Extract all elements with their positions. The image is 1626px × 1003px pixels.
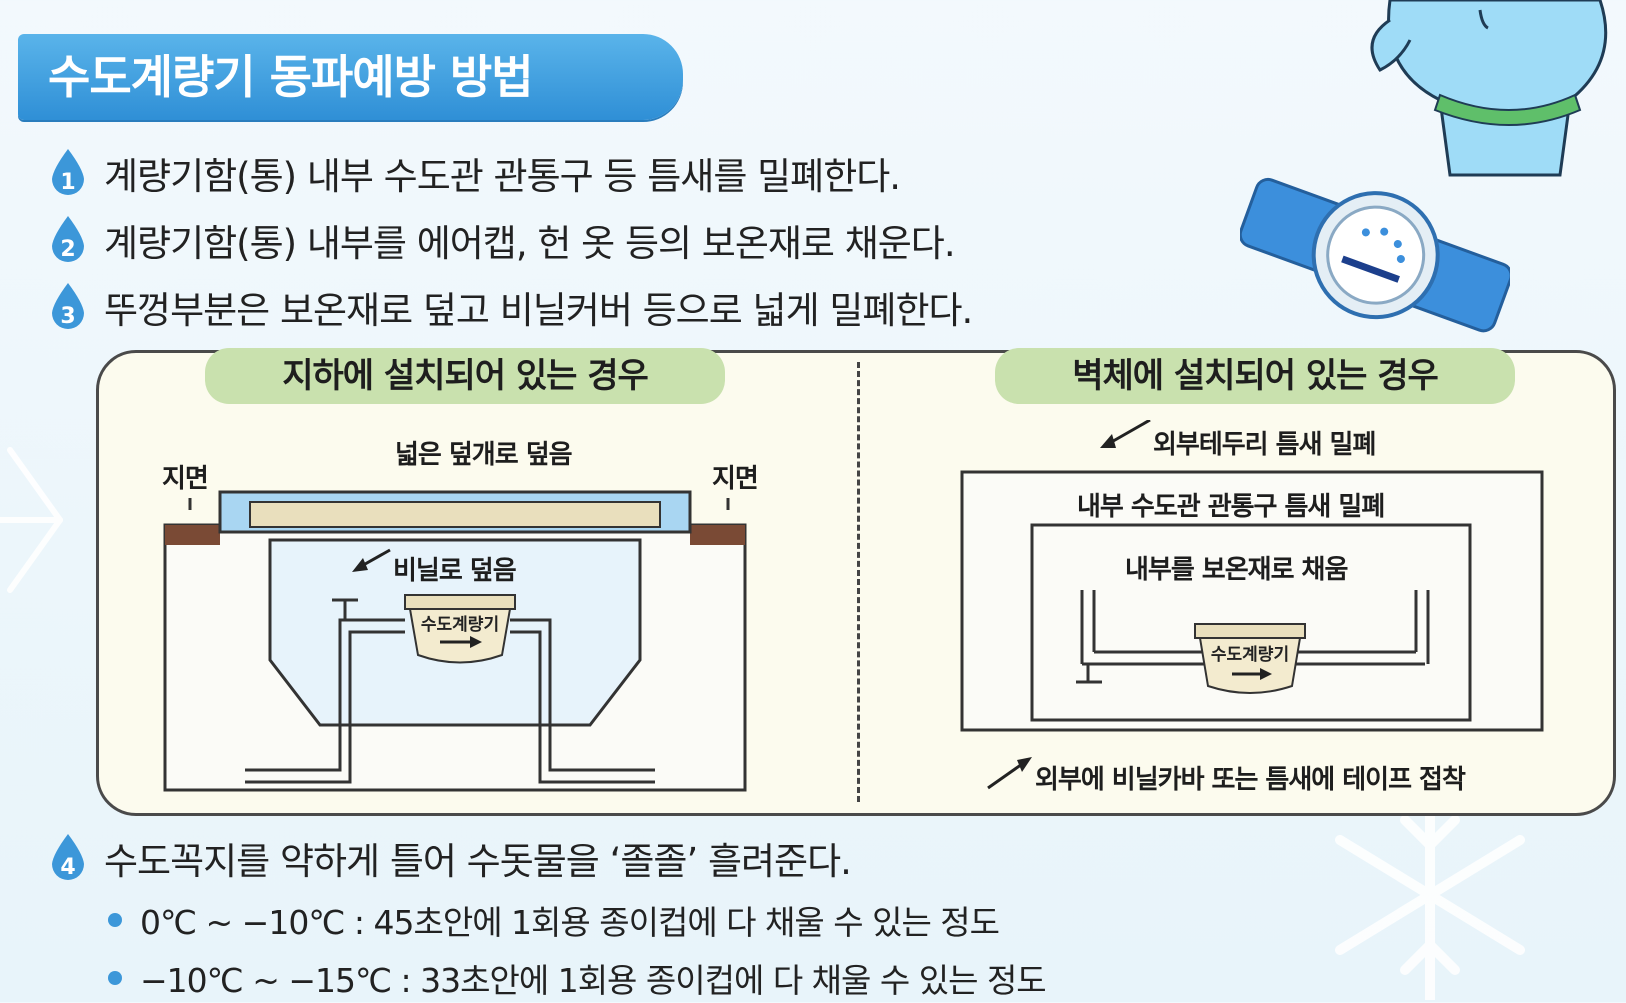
- wall-tag: 벽체에 설치되어 있는 경우: [995, 348, 1515, 404]
- bullet-text: −10℃ ~ −15℃ : 33초안에 1회용 종이컵에 다 채울 수 있는 정…: [140, 961, 1047, 1000]
- step-4: 4 수도꼭지를 약하게 틀어 수돗물을 ‘졸졸’ 흘려준다.: [48, 828, 852, 888]
- underground-tag: 지하에 설치되어 있는 경우: [205, 348, 725, 404]
- wide-cover-label: 넓은 덮개로 덮음: [395, 440, 573, 470]
- page-title: 수도계량기 동파예방 방법: [48, 50, 534, 104]
- step-text: 수도꼭지를 약하게 틀어 수돗물을 ‘졸졸’ 흘려준다.: [104, 840, 852, 883]
- svg-text:2: 2: [60, 237, 75, 262]
- step-text: 계량기함(통) 내부 수도관 관통구 등 틈새를 밀폐한다.: [104, 155, 901, 198]
- water-drop-number-icon: 2: [52, 216, 84, 262]
- step-1: 1 계량기함(통) 내부 수도관 관통구 등 틈새를 밀폐한다.: [48, 143, 901, 203]
- water-drop-mascot-icon: [1370, 0, 1608, 177]
- ground-label-left: 지면: [162, 464, 209, 494]
- svg-text:3: 3: [60, 304, 75, 329]
- panel-divider: [857, 362, 860, 802]
- snowflake-left-icon: [0, 447, 63, 593]
- underground-meter-box-diagram: 수도계량기: [163, 490, 747, 792]
- title-banner: [18, 34, 683, 120]
- step-3: 3 뚜껑부분은 보온재로 덮고 비닐커버 등으로 넓게 밀폐한다.: [48, 277, 973, 337]
- bullet-text: 0℃ ~ −10℃ : 45초안에 1회용 종이컵에 다 채울 수 있는 정도: [140, 903, 1000, 942]
- bullet-item: 0℃ ~ −10℃ : 45초안에 1회용 종이컵에 다 채울 수 있는 정도: [108, 895, 1000, 945]
- snowflake-decoration-icon: [1335, 785, 1525, 1000]
- vinyl-cover-label: 비닐로 덮음: [393, 556, 517, 586]
- water-drop-number-icon: 3: [52, 283, 84, 329]
- step-2: 2 계량기함(통) 내부를 에어캡, 헌 옷 등의 보온재로 채운다.: [48, 210, 956, 270]
- ground-label-right: 지면: [712, 464, 759, 494]
- svg-text:4: 4: [60, 855, 75, 880]
- water-meter-illustration-icon: [1240, 177, 1510, 333]
- insulation-fill-label: 내부를 보온재로 채움: [1125, 555, 1348, 585]
- svg-text:수도계량기: 수도계량기: [421, 615, 499, 635]
- outer-edge-seal-label: 외부테두리 틈새 밀폐: [1153, 430, 1376, 460]
- step-text: 뚜껑부분은 보온재로 덮고 비닐커버 등으로 넓게 밀폐한다.: [104, 289, 973, 332]
- bullet-dot-icon: [108, 913, 122, 927]
- inner-pipe-seal-label: 내부 수도관 관통구 틈새 밀폐: [1077, 492, 1385, 522]
- svg-text:수도계량기: 수도계량기: [1211, 645, 1289, 665]
- water-drop-number-icon: 4: [52, 834, 84, 880]
- step-text: 계량기함(통) 내부를 에어캡, 헌 옷 등의 보온재로 채운다.: [104, 222, 956, 265]
- bullet-dot-icon: [108, 971, 122, 985]
- svg-text:1: 1: [60, 170, 75, 195]
- vinyl-tape-label: 외부에 비닐카바 또는 틈새에 테이프 접착: [1035, 765, 1466, 795]
- water-drop-number-icon: 1: [52, 149, 84, 195]
- wall-meter-box-diagram: 수도계량기: [960, 420, 1544, 790]
- bullet-item: −10℃ ~ −15℃ : 33초안에 1회용 종이컵에 다 채울 수 있는 정…: [108, 953, 1047, 1003]
